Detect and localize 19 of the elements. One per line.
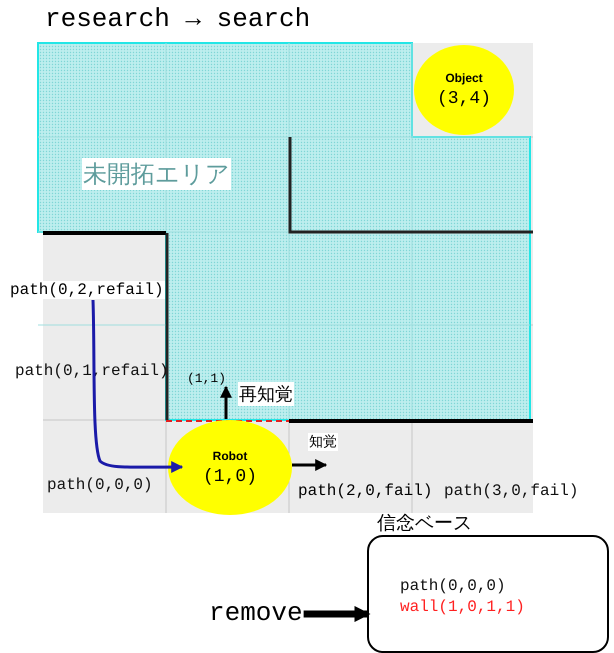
coordinate: (3,4) <box>436 89 491 109</box>
belief-fact: wall(1,0,1,1) <box>400 598 525 616</box>
cell-coordinate: (1,1) <box>186 371 228 386</box>
area-label: 未開拓エリア <box>82 158 231 190</box>
path-fact: path(2,0,fail) <box>297 468 434 500</box>
edge-label: 知覚 <box>308 433 338 451</box>
arrow <box>220 386 232 419</box>
node-title: Object <box>445 71 483 85</box>
path-fact: path(0,2,refail) <box>9 281 165 299</box>
arrow <box>292 459 328 471</box>
path-fact: path(3,0,fail) <box>443 482 580 500</box>
node-title: Robot <box>212 448 248 462</box>
belief-fact: path(0,0,0) <box>400 577 506 595</box>
title: research → search <box>45 4 310 34</box>
arrow <box>304 606 371 622</box>
box-heading: 信念ベース <box>377 512 472 536</box>
path-fact: path(0,0,0) <box>46 476 154 494</box>
coordinate: (1,0) <box>202 466 257 486</box>
edge-label: 再知覚 <box>238 382 294 406</box>
